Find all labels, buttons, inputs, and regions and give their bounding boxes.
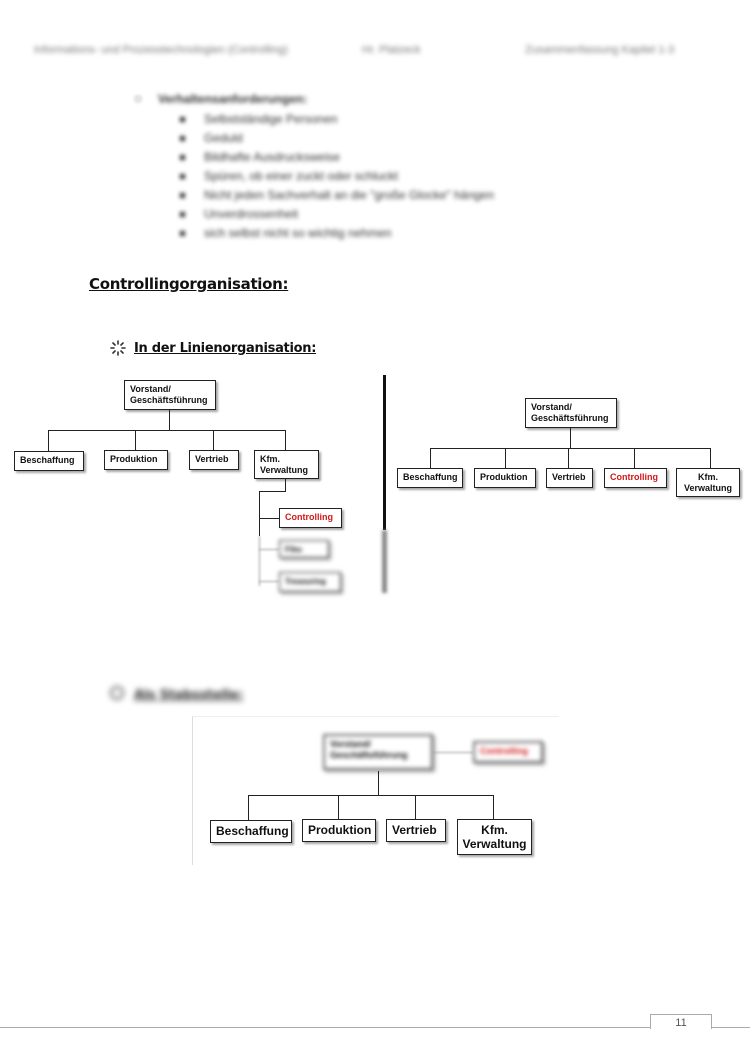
org-box-unit: Produktion [474,468,536,488]
org-box-sub: Fibu [279,540,329,558]
org-box-controlling: Controlling [604,468,667,488]
footer-rule [0,1027,650,1028]
vertical-divider [383,375,386,530]
header-right: Zusammenfassung Kapitel 1-3 [525,44,675,56]
requirements-title: Verhaltensanforderungen: [158,92,308,106]
requirements-list: Selbstständige Personen Geduld Bildhafte… [180,110,494,243]
org-box-unit: Beschaffung [210,820,292,843]
staff-title: Als Stabsstelle: [134,688,244,703]
spinner-bullet-icon [110,340,126,356]
footer-rule [710,1027,750,1028]
list-item: Selbstständige Personen [180,110,494,129]
circle-bullet-icon: ○ [134,90,143,106]
vertical-divider-faded [382,530,387,593]
org-box-unit: Kfm. Verwaltung [457,819,532,855]
circle-bullet-icon [110,686,124,700]
line-org-title: In der Linienorganisation: [134,341,317,356]
org-box-unit: Kfm. Verwaltung [676,468,740,497]
org-box-unit: Produktion [104,450,168,470]
section-title: Controllingorganisation: [89,275,289,293]
org-box-top: Vorstand/ Geschäftsführung [323,734,433,770]
list-item: Unverdrossenheit [180,205,494,224]
page-number: 11 [650,1014,712,1029]
header-left: Informations- und Prozesstechnologien (C… [34,44,288,56]
org-box-unit: Kfm. Verwaltung [254,450,319,479]
list-item: Nicht jeden Sachverhalt an die "große Gl… [180,186,494,205]
org-box-unit: Vertrieb [386,819,446,842]
org-box-top: Vorstand/ Geschäftsführung [525,398,617,428]
header-center: Hr. Platzeck [362,44,421,56]
org-box-top: Vorstand/ Geschäftsführung [124,380,216,410]
list-item: Geduld [180,129,494,148]
org-box-unit: Produktion [302,819,376,842]
org-box-sub: Treasuring [279,572,341,592]
org-box-unit: Vertrieb [189,450,239,470]
org-box-unit: Beschaffung [14,451,84,471]
list-item: Bildhafte Ausdrucksweise [180,148,494,167]
staff-chart-panel [192,716,559,865]
list-item: sich selbst nicht so wichtig nehmen [180,224,494,243]
org-box-controlling: Controlling [279,508,342,528]
org-box-controlling: Controlling [473,741,543,763]
org-box-unit: Vertrieb [546,468,593,488]
org-box-unit: Beschaffung [397,468,463,488]
list-item: Spüren, ob einer zuckt oder schluckt [180,167,494,186]
